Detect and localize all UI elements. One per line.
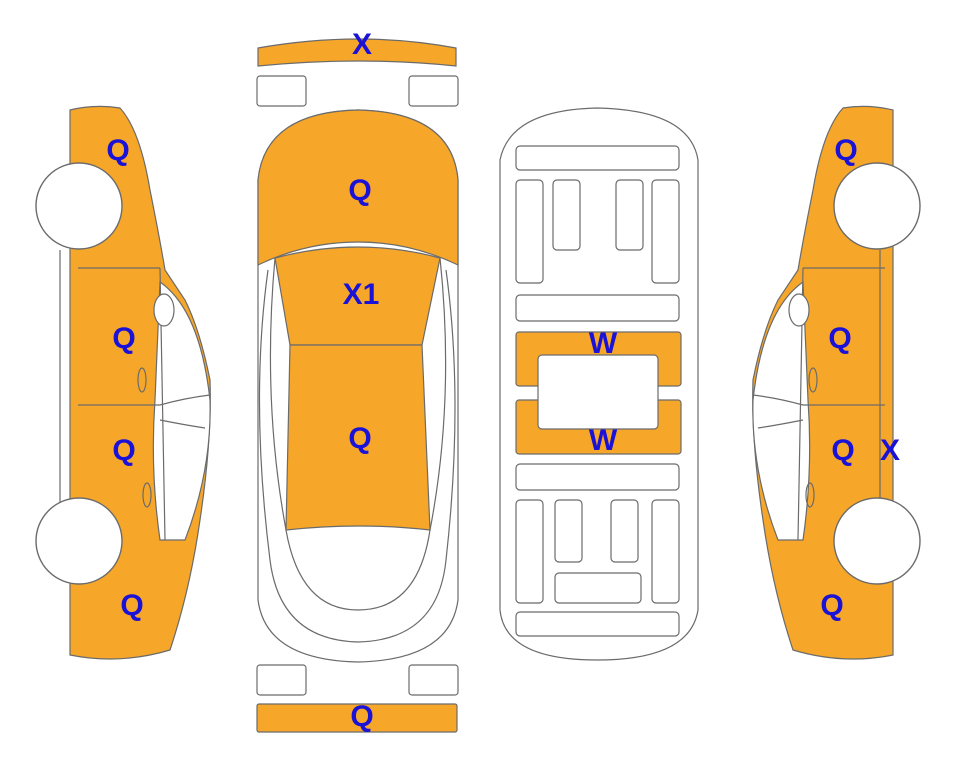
right-front-door-mark: Q — [828, 322, 851, 355]
right-rear-handle — [805, 482, 815, 508]
front-right-light — [408, 75, 459, 107]
underbody-center-opening — [537, 354, 659, 430]
left-front-fender-mark: Q — [106, 134, 129, 167]
left-rear-quarter-mark: Q — [120, 589, 143, 622]
front-bumper-mark: X — [352, 28, 372, 61]
front-bumper-panel[interactable] — [257, 38, 457, 67]
right-rear-quarter-mark: Q — [820, 589, 843, 622]
left-mirror — [153, 293, 175, 327]
right-rear-door-extra-mark: X — [880, 434, 900, 467]
rear-left-light — [256, 664, 307, 696]
left-front-handle — [137, 367, 147, 393]
floor-front-mark: W — [589, 327, 618, 360]
windshield-mark: X1 — [343, 278, 380, 311]
right-rear-wheel — [833, 497, 921, 585]
hood-mark: Q — [348, 174, 371, 207]
left-rear-handle — [142, 482, 152, 508]
roof-mark: Q — [348, 422, 371, 455]
front-left-light — [256, 75, 307, 107]
left-window-area — [152, 280, 211, 541]
right-mirror — [788, 293, 810, 327]
right-side-view: Q Q Q X Q — [752, 105, 921, 660]
rear-bumper-panel[interactable] — [256, 703, 458, 733]
right-window-area — [752, 280, 811, 541]
right-rear-door-mark: Q — [831, 434, 854, 467]
top-view: X Q X1 Q Q — [256, 28, 459, 733]
rear-right-light — [408, 664, 459, 696]
left-side-view: Q Q Q Q — [35, 105, 211, 660]
floor-rear-mark: W — [589, 424, 618, 457]
right-front-handle — [808, 367, 818, 393]
left-rear-door-mark: Q — [112, 434, 135, 467]
hood-panel[interactable] — [257, 109, 459, 266]
right-front-wheel — [833, 162, 921, 250]
left-rear-wheel — [35, 497, 123, 585]
left-front-door-mark: Q — [112, 322, 135, 355]
underbody-view: W W — [499, 107, 699, 661]
rear-bumper-mark: Q — [350, 700, 373, 733]
right-front-fender-mark: Q — [834, 134, 857, 167]
left-front-wheel — [35, 162, 123, 250]
